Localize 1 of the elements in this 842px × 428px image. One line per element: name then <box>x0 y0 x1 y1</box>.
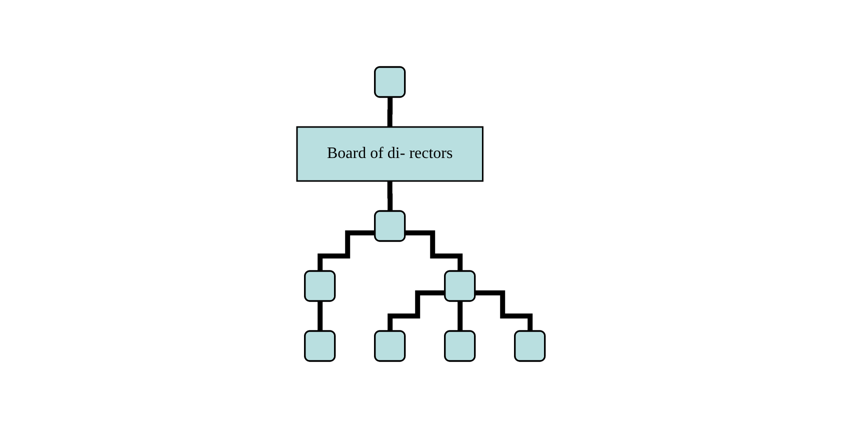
node-box: Board of di- rectors <box>296 126 484 182</box>
